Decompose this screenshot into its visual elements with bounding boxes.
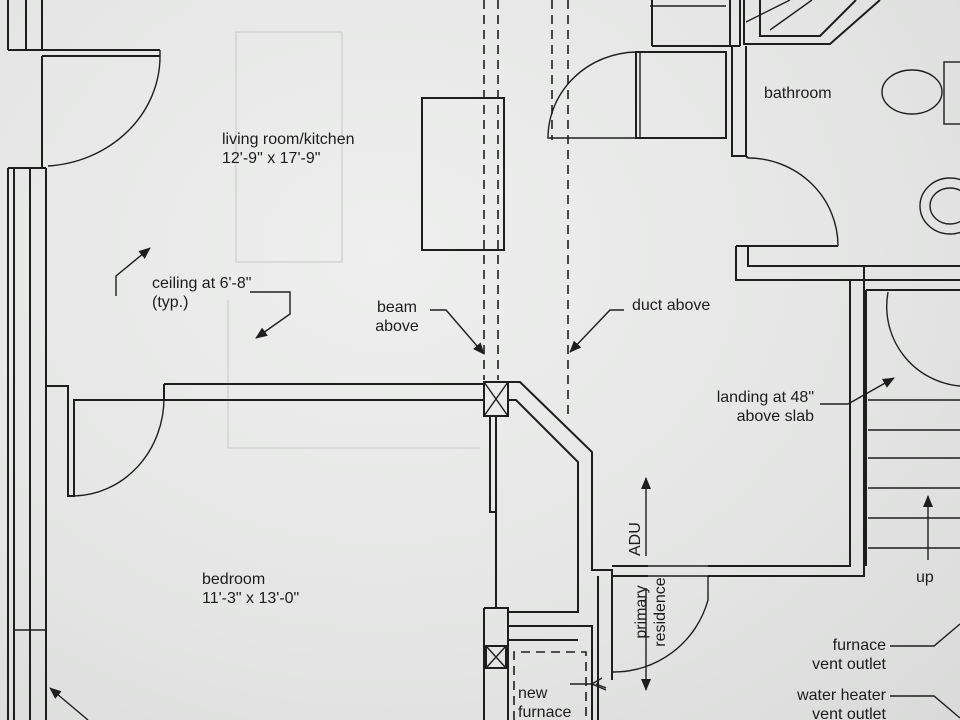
primary-residence-door — [611, 576, 709, 673]
partition-wall — [163, 381, 613, 720]
sink-fixture — [919, 177, 960, 235]
note-landing: landing at 48" above slab — [716, 389, 814, 425]
toilet-fixture — [881, 61, 960, 125]
bathroom-walls — [650, 0, 881, 159]
note-stairs-up: up — [916, 569, 934, 586]
closet-near-bathroom — [547, 51, 727, 139]
room-label-living-kitchen: living room/kitchen 12'-9" x 17'-9" — [222, 130, 355, 168]
duct-above — [551, 0, 569, 420]
room-dimensions: 12'-9" x 17'-9" — [222, 150, 321, 167]
note-water-heater-vent: water heater vent outlet — [797, 687, 886, 720]
note-ceiling-height: ceiling at 6'-8" (typ.) — [152, 275, 252, 311]
room-label-new-furnace: new furnace — [518, 685, 572, 720]
note-adu: ADU — [627, 522, 644, 556]
room-name: bedroom — [202, 571, 266, 588]
annotation-arrows — [49, 247, 960, 720]
exterior-wall-left — [7, 0, 160, 720]
note-duct-above: duct above — [632, 297, 711, 314]
room-label-bathroom: bathroom — [764, 85, 832, 102]
furnace-closet — [513, 651, 587, 720]
room-dimensions: 11'-3" x 13'-0" — [202, 590, 300, 607]
room-label-bedroom: bedroom 11'-3" x 13'-0" — [202, 570, 299, 608]
room-name: living room/kitchen — [222, 131, 355, 148]
stairs — [865, 289, 960, 566]
note-primary-residence: primary residence — [633, 577, 669, 647]
landing-walls — [612, 157, 960, 577]
note-beam-above: beam above — [375, 299, 419, 335]
bedroom-door — [46, 385, 165, 497]
faint-background-lines — [227, 31, 480, 449]
entry-door — [41, 50, 161, 168]
note-furnace-vent: furnace vent outlet — [812, 637, 886, 673]
beam-above — [421, 0, 505, 380]
